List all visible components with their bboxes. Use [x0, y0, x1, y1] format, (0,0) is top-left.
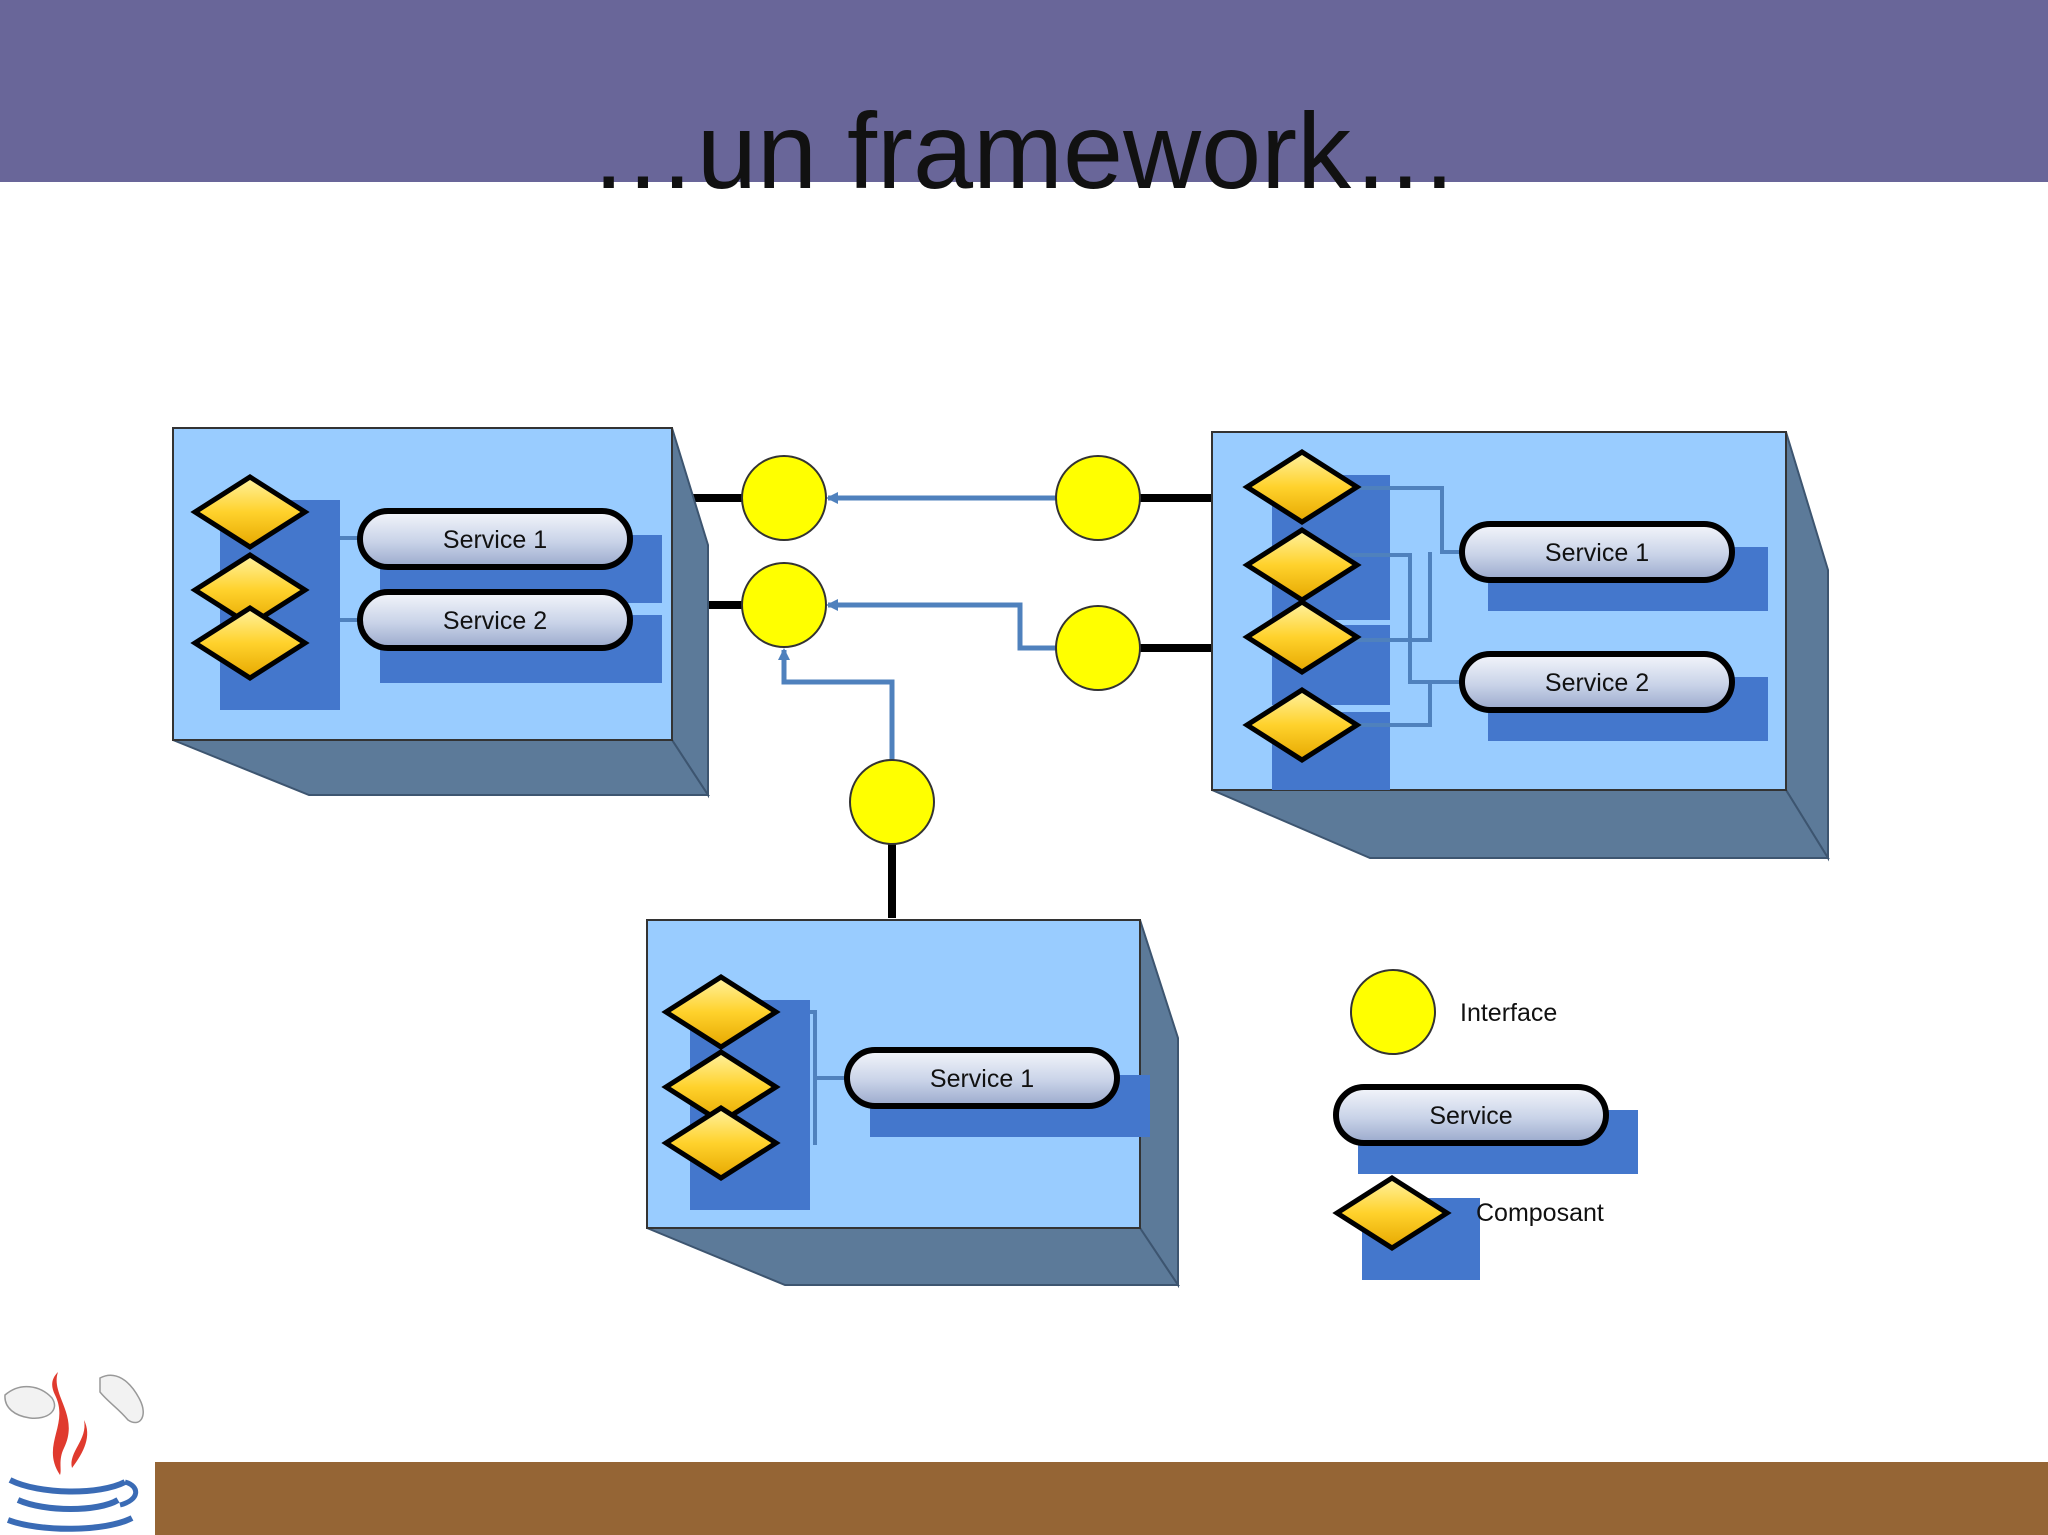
interface-circle: [741, 562, 827, 648]
service-label: Service 1: [930, 1065, 1034, 1093]
java-coffee-cup-icon: [4, 1372, 144, 1532]
internal-wiring: [810, 1010, 817, 1145]
service-pill: [357, 508, 633, 570]
legend-service-pill: [1333, 1084, 1609, 1146]
component-diamond: [661, 1105, 781, 1181]
component-diamond: [1242, 449, 1362, 525]
component-diamond: [190, 474, 310, 550]
node-left-bottom: [172, 739, 710, 796]
interface-circle: [1055, 605, 1141, 691]
node-right-side: [1785, 431, 1829, 862]
node-bottom-bottom: [646, 1227, 1180, 1286]
component-diamond: [661, 974, 781, 1050]
legend-interface-label: Interface: [1460, 999, 1557, 1027]
legend-interface-circle: [1350, 969, 1436, 1055]
legend-service-label: Service: [1429, 1102, 1512, 1130]
interface-circle: [741, 455, 827, 541]
service-pill: [1459, 521, 1735, 583]
node-right-bottom: [1211, 789, 1830, 859]
node-bottom: Service 1: [646, 919, 1180, 1289]
legend: Interface Service Composant: [1332, 969, 1638, 1280]
component-diamond: [1242, 599, 1362, 675]
service-label: Service 2: [1545, 669, 1649, 697]
service-label: Service 1: [443, 526, 547, 554]
footer-bar: [155, 1462, 2048, 1535]
interface-circle: [849, 759, 935, 845]
legend-component-diamond: [1332, 1175, 1452, 1251]
node-right: Service 1 Service 2: [1211, 431, 1830, 862]
service-pill: [357, 589, 633, 651]
service-pill: [1459, 651, 1735, 713]
service-pill: [844, 1047, 1120, 1109]
component-diamond: [1242, 687, 1362, 763]
legend-component-label: Composant: [1476, 1199, 1604, 1227]
service-label: Service 1: [1545, 539, 1649, 567]
component-diamond: [190, 605, 310, 681]
interface-circle: [1055, 455, 1141, 541]
node-left-side: [671, 427, 709, 799]
service-label: Service 2: [443, 607, 547, 635]
internal-wiring: [1350, 486, 1465, 727]
slide-title: …un framework…: [589, 90, 1459, 211]
binding-arrow-lower: [826, 599, 1056, 651]
header-bar: [0, 0, 2048, 182]
binding-arrow-bottom: [778, 648, 895, 760]
node-left: Service 1 Service 2: [172, 427, 710, 799]
